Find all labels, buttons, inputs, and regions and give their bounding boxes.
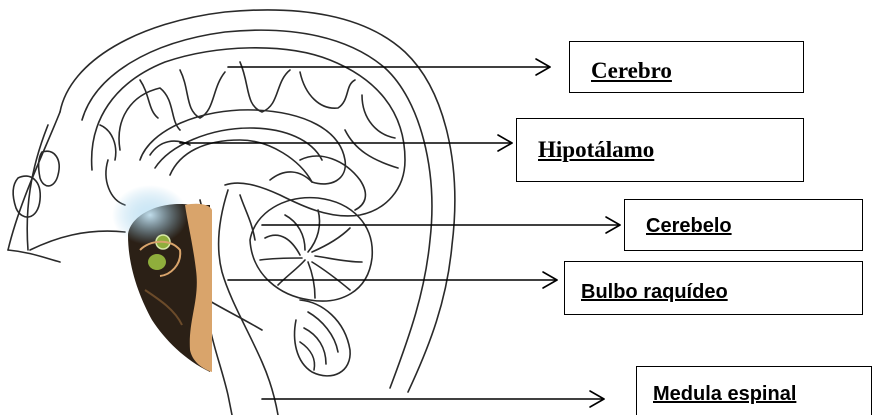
- label-hipotalamo: Hipotálamo: [538, 137, 654, 163]
- label-cerebro: Cerebro: [591, 58, 672, 84]
- arrow-cerebelo: [262, 217, 620, 233]
- sinus-cell: [13, 176, 40, 217]
- arrow-medula: [262, 391, 604, 407]
- corpus-callosum: [140, 110, 345, 184]
- pituitary-region: [112, 185, 212, 372]
- arrow-hipotalamo: [180, 135, 512, 151]
- cerebellum-folia: [295, 300, 351, 376]
- label-medula: Medula espinal: [653, 383, 796, 406]
- brainstem-outline: [219, 190, 278, 415]
- label-bulbo: Bulbo raquídeo: [581, 281, 728, 304]
- cerebellum-outline: [250, 198, 372, 301]
- label-cerebelo: Cerebelo: [646, 215, 732, 238]
- arrow-bulbo: [228, 272, 557, 288]
